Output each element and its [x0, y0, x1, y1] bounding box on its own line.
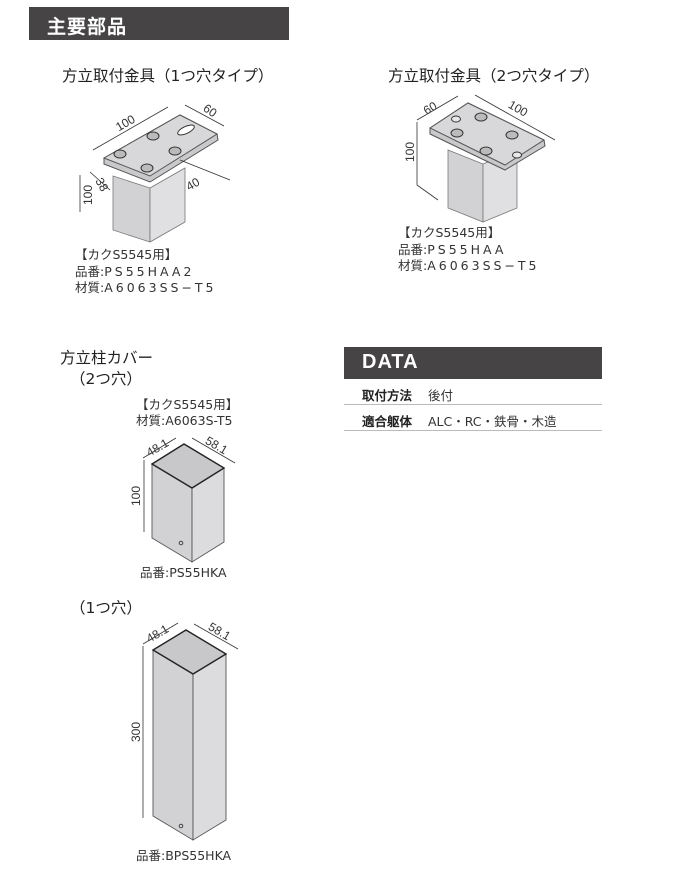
cover-2hole-compat: 【カクS5545用】 — [136, 397, 239, 412]
cover-2hole-part-no: 品番:PS55HKA — [140, 565, 227, 580]
section-header-main-parts: 主要部品 — [29, 7, 289, 40]
data-value: ALC・RC・鉄骨・木造 — [428, 414, 557, 429]
dim-w2: 58.1 — [206, 619, 234, 643]
cover-1hole-subtitle: （1つ穴） — [70, 599, 142, 617]
data-value: 後付 — [428, 388, 454, 403]
bracket-1hole-compat: 【カクS5545用】 — [75, 247, 178, 262]
dim-b: 40 — [184, 175, 203, 194]
data-key: 取付方法 — [362, 388, 413, 403]
cover-1hole-part-no: 品番:BPS55HKA — [136, 848, 232, 863]
bracket-2hole-part-no: 品番:PS55HAA — [398, 242, 507, 257]
cover-2hole-material: 材質:A6063S-T5 — [136, 413, 233, 428]
section-title: DATA — [362, 351, 419, 373]
data-row-structure: 適合躯体 ALC・RC・鉄骨・木造 — [344, 406, 602, 431]
dim-height: 100 — [129, 486, 143, 506]
cover-title: 方立柱カバー — [60, 349, 154, 367]
data-row-mounting: 取付方法 後付 — [344, 380, 602, 405]
data-key: 適合躯体 — [362, 414, 413, 429]
dim-height: 100 — [403, 142, 417, 162]
dim-a: 38 — [92, 175, 111, 194]
cover-2hole-subtitle: （2つ穴） — [70, 370, 142, 388]
dim-height: 100 — [81, 185, 95, 205]
bracket-2hole-compat: 【カクS5545用】 — [398, 225, 501, 240]
section-title: 主要部品 — [47, 16, 128, 38]
dim-width: 60 — [421, 99, 440, 118]
bracket-2hole-material: 材質:A6063SS−T5 — [398, 258, 540, 273]
section-header-data: DATA — [344, 347, 602, 379]
bracket-1hole-title: 方立取付金具（1つ穴タイプ） — [62, 67, 274, 85]
bracket-2hole-title: 方立取付金具（2つ穴タイプ） — [388, 67, 600, 85]
dim-height: 300 — [129, 722, 143, 742]
bracket-1hole-part-no: 品番:PS55HAA2 — [75, 264, 195, 279]
bracket-1hole-material: 材質:A6063SS−T5 — [75, 280, 217, 295]
